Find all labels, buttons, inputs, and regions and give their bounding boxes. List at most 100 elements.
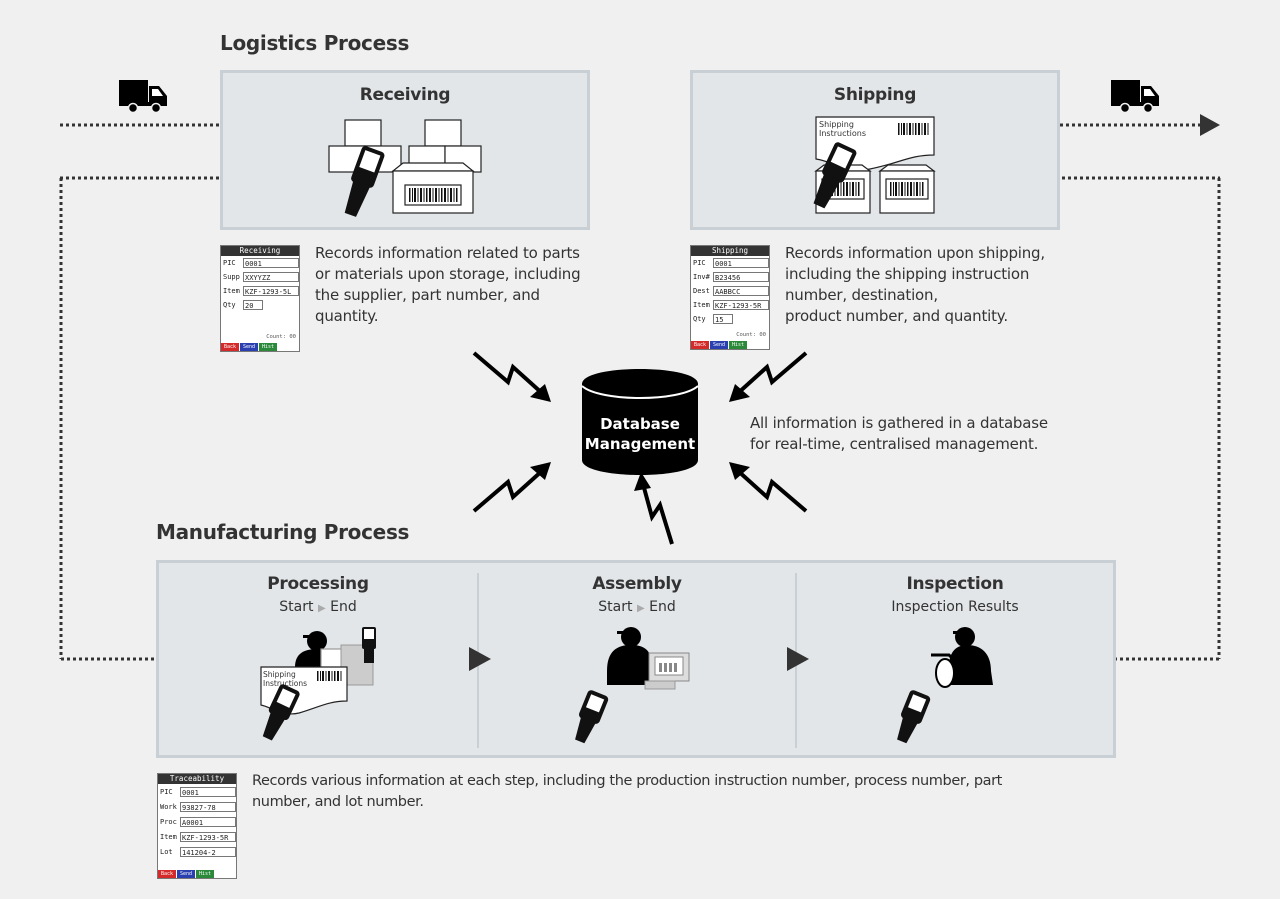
database-description: All information is gathered in a databas… xyxy=(750,413,1048,455)
field-value[interactable]: B23456 xyxy=(713,272,769,282)
step-title: Inspection xyxy=(906,574,1004,594)
field-value[interactable]: 0001 xyxy=(243,258,299,268)
description-line: for real-time, centralised management. xyxy=(750,435,1039,453)
truck-icon xyxy=(119,80,167,114)
lightning-arrow-icon xyxy=(472,351,545,396)
step-subtitle: Inspection Results xyxy=(891,599,1019,615)
handheld-terminal-icon xyxy=(575,690,609,744)
shipping-illustration: Shipping Instructions xyxy=(813,116,936,214)
field-value[interactable]: AABBCC xyxy=(713,286,769,296)
end-label: End xyxy=(649,599,676,615)
step-subtitle: Start ▶ End xyxy=(159,599,477,615)
send-button[interactable]: Send xyxy=(177,870,195,878)
field-value[interactable]: KZF-1293-5L xyxy=(243,286,299,296)
terminal-count: Count: 00 xyxy=(266,334,296,340)
terminal-buttons: Back Send Hist xyxy=(221,343,278,351)
field-label: Item xyxy=(160,832,177,841)
lightning-arrow-icon xyxy=(641,483,674,545)
field-label: Supp xyxy=(223,273,240,281)
lightning-arrow-icon xyxy=(735,351,808,396)
step-inspection: Inspection Inspection Results xyxy=(797,563,1113,755)
back-button[interactable]: Back xyxy=(691,341,709,349)
description-line: All information is gathered in a databas… xyxy=(750,414,1048,432)
start-label: Start xyxy=(598,599,633,615)
shipping-description: Records information upon shipping, inclu… xyxy=(785,243,1045,327)
lightning-arrow-icon xyxy=(472,468,545,513)
terminal-field-row: Inv#B23456 xyxy=(691,270,769,284)
terminal-buttons: Back Send Hist xyxy=(691,341,748,349)
handheld-terminal-icon xyxy=(262,684,300,741)
count-value: 00 xyxy=(289,334,296,340)
database-icon xyxy=(581,369,699,475)
handheld-terminal-icon xyxy=(813,142,857,209)
play-arrow-icon xyxy=(787,647,809,671)
send-button[interactable]: Send xyxy=(710,341,728,349)
assembly-illustration xyxy=(575,627,690,744)
description-line: Records information upon shipping, xyxy=(785,244,1045,262)
play-arrow-icon xyxy=(1200,114,1220,136)
receiving-panel: Receiving xyxy=(220,70,590,230)
field-label: Item xyxy=(223,287,240,295)
field-label: Qty xyxy=(693,315,706,323)
terminal-buttons: Back Send Hist xyxy=(158,870,215,878)
handheld-terminal-icon xyxy=(362,627,376,663)
shipping-title: Shipping xyxy=(833,85,917,105)
field-value[interactable]: 93827-78 xyxy=(180,801,236,812)
field-value[interactable]: A0001 xyxy=(180,816,236,827)
receiving-description: Records information related to parts or … xyxy=(315,243,581,327)
play-arrow-icon: ▶ xyxy=(317,603,326,614)
doc-label-shipping: Shipping xyxy=(263,670,296,679)
worker-icon xyxy=(607,627,653,685)
description-line: or materials upon storage, including xyxy=(315,265,581,283)
hist-button[interactable]: Hist xyxy=(259,343,277,351)
start-label: Start xyxy=(279,599,314,615)
database-label: Database Management xyxy=(580,414,700,454)
terminal-field-row: Qty 20 xyxy=(221,298,299,312)
field-label: Proc xyxy=(160,817,177,826)
step-assembly: Assembly Start ▶ End xyxy=(479,563,795,755)
terminal-header: Shipping xyxy=(691,246,769,256)
description-line: product number, and quantity. xyxy=(785,307,1008,325)
field-value[interactable]: KZF-1293-5R xyxy=(713,300,769,310)
shipping-panel: Shipping Shipping Instructions xyxy=(690,70,1060,230)
field-label: Work xyxy=(160,802,177,811)
terminal-field-row: PIC 0001 xyxy=(221,256,299,270)
handheld-terminal-icon xyxy=(344,146,385,217)
doc-label-shipping: Shipping xyxy=(819,120,854,129)
field-value[interactable]: 20 xyxy=(243,300,263,310)
terminal-header: Traceability xyxy=(158,774,236,784)
database-label-line: Management xyxy=(584,435,696,453)
field-value[interactable]: 15 xyxy=(713,314,733,324)
logistics-process-title: Logistics Process xyxy=(220,31,410,55)
hist-button[interactable]: Hist xyxy=(729,341,747,349)
field-label: PIC xyxy=(223,259,236,267)
field-label: Qty xyxy=(223,301,236,309)
field-value[interactable]: 0001 xyxy=(713,258,769,268)
count-value: 00 xyxy=(759,332,766,338)
receiving-illustration xyxy=(328,119,482,217)
hist-button[interactable]: Hist xyxy=(196,870,214,878)
description-line: including the shipping instruction xyxy=(785,265,1030,283)
back-button[interactable]: Back xyxy=(158,870,176,878)
field-label: Inv# xyxy=(693,273,710,281)
inspection-illustration xyxy=(897,627,993,744)
manufacturing-process-title: Manufacturing Process xyxy=(156,520,410,544)
step-subtitle: Start ▶ End xyxy=(479,599,795,615)
field-value[interactable]: 141204-2 xyxy=(180,846,236,857)
field-value[interactable]: 0001 xyxy=(180,786,236,797)
back-button[interactable]: Back xyxy=(221,343,239,351)
doc-label-instructions: Instructions xyxy=(263,679,307,688)
field-value[interactable]: KZF-1293-5R xyxy=(180,831,236,842)
count-label: Count: xyxy=(266,334,287,340)
send-button[interactable]: Send xyxy=(240,343,258,351)
field-value[interactable]: XXYYZZ xyxy=(243,272,299,282)
